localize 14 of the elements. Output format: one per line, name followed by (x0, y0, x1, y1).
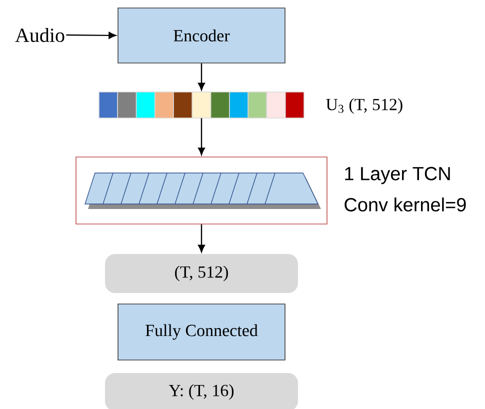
shape-label: (T, 512) (105, 254, 298, 293)
arrow (66, 32, 116, 39)
arrow (198, 63, 205, 90)
layer-frame (76, 156, 328, 224)
layer-caption: 1 Layer TCN (345, 166, 450, 184)
process-box: Fully Connected (118, 304, 286, 360)
shape-label: U$_{3}$ (T, 512) (326, 98, 402, 114)
arrow (198, 224, 205, 252)
shape-label: Y: (T, 16) (105, 373, 298, 409)
arrow (198, 118, 205, 156)
layer-caption: Conv kernel=9 (344, 198, 466, 212)
color-bar (98, 92, 304, 118)
process-box: Encoder (118, 8, 286, 64)
input-label: Audio (15, 28, 64, 42)
